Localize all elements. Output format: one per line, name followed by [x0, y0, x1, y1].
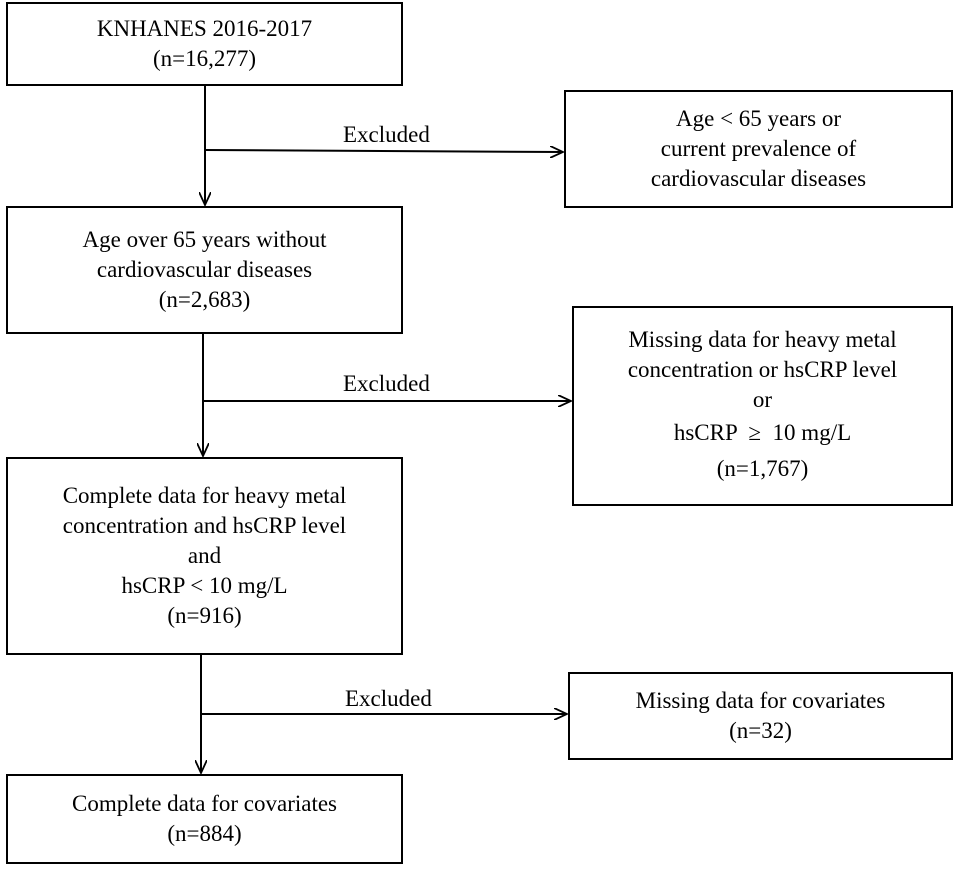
box-excluded-age: Age < 65 years or current prevalence of …: [564, 90, 953, 208]
box-line: cardiovascular diseases: [96, 257, 313, 282]
box-complete-heavy-metal: Complete data for heavy metal concentrat…: [6, 457, 403, 655]
box-line: Age < 65 years or: [676, 106, 841, 131]
box-excluded-missing-covariates: Missing data for covariates (n=32): [568, 672, 953, 760]
box-line: (n=16,277): [152, 46, 257, 71]
box-line: (n=884): [167, 821, 242, 846]
box-age-over-65: Age over 65 years without cardiovascular…: [6, 206, 403, 334]
box-line: hsCRP ≥ 10 mg/L: [673, 420, 852, 445]
exclude-arrow-1: [204, 150, 563, 152]
box-line: (n=2,683): [158, 287, 251, 312]
box-line: concentration and hsCRP level: [62, 513, 347, 538]
box-line: (n=916): [167, 603, 242, 628]
box-line: cardiovascular diseases: [650, 166, 867, 191]
excluded-label-2: Excluded: [343, 371, 430, 396]
box-line: Missing data for covariates: [635, 688, 886, 713]
box-excluded-missing-heavy-metal: Missing data for heavy metal concentrati…: [572, 306, 953, 506]
box-line: hsCRP < 10 mg/L: [121, 573, 288, 598]
excluded-label-1: Excluded: [343, 122, 430, 147]
box-line: Complete data for covariates: [71, 791, 338, 816]
box-line: and: [187, 543, 222, 568]
excluded-label-3: Excluded: [345, 686, 432, 711]
box-line: (n=1,767): [716, 456, 809, 481]
box-line: KNHANES 2016-2017: [96, 16, 313, 41]
box-line: Age over 65 years without: [82, 227, 327, 252]
box-line: (n=32): [729, 718, 792, 743]
box-line: or: [752, 387, 773, 412]
box-knhanes-total: KNHANES 2016-2017 (n=16,277): [6, 2, 403, 86]
box-line: concentration or hsCRP level: [627, 357, 898, 382]
box-line: Missing data for heavy metal: [628, 327, 897, 352]
box-line: Complete data for heavy metal: [62, 483, 347, 508]
box-complete-covariates: Complete data for covariates (n=884): [6, 774, 403, 864]
box-line: current prevalence of: [660, 136, 857, 161]
